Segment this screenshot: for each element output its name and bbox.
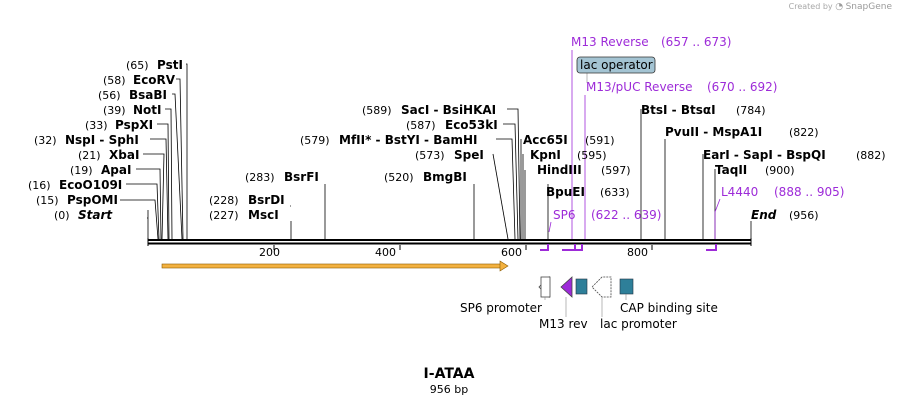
backbone: [147, 238, 752, 246]
enzyme-saci-bsihkai: SacI - BsiHKAI: [401, 103, 496, 117]
enzyme-bsabi: BsaBI: [129, 88, 167, 102]
primer-l4440: L4440: [721, 185, 758, 199]
enzyme-bsrfi-pos: (283): [245, 171, 275, 184]
enzyme-bsrdi: BsrDI: [248, 193, 285, 207]
enzyme-xbai: XbaI: [109, 148, 139, 162]
enzyme-psti: PstI: [157, 58, 183, 72]
enzyme-pspomi: PspOMI: [67, 193, 118, 207]
watermark-prefix: Created by: [788, 2, 833, 11]
primer-sp6: SP6: [553, 208, 576, 222]
enzyme-kpni-pos: (595): [577, 149, 607, 162]
feature-cap-binding-site: CAP binding site: [620, 301, 718, 315]
plasmid-title: I-ATAA: [423, 366, 475, 382]
enzyme-hindiii-pos: (597): [601, 164, 631, 177]
primers: M13 Reverse (657 .. 673) M13/pUC Reverse…: [553, 35, 844, 222]
feature-m13-rev: M13 rev: [539, 317, 588, 331]
enzyme-bmgbi: BmgBI: [423, 170, 467, 184]
enzyme-acc65i: Acc65I: [523, 133, 568, 147]
enzyme-mfli-pos: (579): [300, 134, 330, 147]
enzyme-kpni: KpnI: [530, 148, 561, 162]
plasmid-length: 956 bp: [429, 383, 469, 396]
enzyme-nspi-pos: (32): [34, 134, 57, 147]
enzyme-pspomi-pos: (15): [36, 194, 59, 207]
orf-arrow: [161, 260, 509, 272]
enzyme-mfli-bstyi-bamhi: MfII* - BstYI - BamHI: [339, 133, 477, 147]
enzyme-pspxi-pos: (33): [85, 119, 108, 132]
enzyme-eco53ki-pos: (587): [406, 119, 436, 132]
enzyme-saci-pos: (589): [362, 104, 392, 117]
enzyme-btsi-btsai: BtsI - BtsαI: [641, 103, 716, 117]
tick-label-200: 200: [259, 246, 280, 259]
lac-operator-feature: lac operator: [576, 56, 656, 83]
primer-m13-reverse: M13 Reverse: [571, 35, 649, 49]
enzyme-taqii: TaqII: [715, 163, 747, 177]
enzyme-btsi-pos: (784): [736, 104, 766, 117]
enzyme-noti: NotI: [133, 103, 162, 117]
enzymes-left: (0) Start (15) PspOMI (16) EcoO109I (19)…: [28, 58, 183, 222]
enzymes-mid: (227) MscI (228) BsrDI (283) BsrFI (520)…: [209, 103, 498, 222]
primer-m13-puc-reverse-range: (670 .. 692): [707, 80, 777, 94]
enzyme-xbai-pos: (21): [78, 149, 101, 162]
enzyme-end-pos: (956): [789, 209, 819, 222]
enzyme-bsrdi-pos: (228): [209, 194, 239, 207]
enzyme-apai-pos: (19): [70, 164, 93, 177]
enzymes-right: Acc65I (591) KpnI (595) HindIII (597) Bp…: [523, 103, 886, 222]
enzyme-apai: ApaI: [101, 163, 131, 177]
feature-lac-promoter: lac promoter: [600, 317, 677, 331]
enzyme-eari-pos: (882): [856, 149, 886, 162]
enzyme-ecorv: EcoRV: [133, 73, 176, 87]
enzyme-spei-pos: (573): [415, 149, 445, 162]
enzyme-taqii-pos: (900): [765, 164, 795, 177]
enzyme-start-pos: (0): [54, 209, 70, 222]
tick-label-400: 400: [375, 246, 396, 259]
enzyme-bsabi-pos: (56): [98, 89, 121, 102]
enzyme-pvuii-mspa1i: PvuII - MspA1I: [665, 125, 762, 139]
snapgene-watermark: Created by ◔ SnapGene: [789, 2, 892, 12]
enzyme-hindiii: HindIII: [537, 163, 582, 177]
enzyme-pvuii-pos: (822): [789, 126, 819, 139]
primer-l4440-range: (888 .. 905): [774, 185, 844, 199]
enzyme-bpuei: BpuEI: [546, 185, 585, 199]
primer-sp6-range: (622 .. 639): [591, 208, 661, 222]
feature-glyphs: [538, 276, 634, 317]
enzyme-noti-pos: (39): [103, 104, 126, 117]
enzyme-psti-pos: (65): [126, 59, 149, 72]
feature-labels: SP6 promoter M13 rev lac promoter CAP bi…: [460, 301, 718, 331]
primer-m13-puc-reverse: M13/pUC Reverse: [586, 80, 693, 94]
enzyme-msci-pos: (227): [209, 209, 239, 222]
feature-sp6-promoter: SP6 promoter: [460, 301, 542, 315]
tick-label-600: 600: [501, 246, 522, 259]
scale-ticks: [273, 245, 653, 250]
enzyme-start: Start: [78, 208, 113, 222]
enzyme-ecoo109i: EcoO109I: [59, 178, 122, 192]
enzyme-end: End: [751, 208, 777, 222]
enzyme-ecoo109i-pos: (16): [28, 179, 51, 192]
primer-leader-lines: [548, 50, 721, 239]
tick-label-800: 800: [627, 246, 648, 259]
enzyme-bsrfi: BsrFI: [284, 170, 319, 184]
enzyme-eari-sapi-bspqi: EarI - SapI - BspQI: [703, 148, 826, 162]
enzyme-leader-lines: [120, 63, 752, 240]
enzyme-bmgbi-pos: (520): [384, 171, 414, 184]
enzyme-acc65i-pos: (591): [585, 134, 615, 147]
watermark-brand: SnapGene: [845, 2, 892, 12]
enzyme-nspi-sphi: NspI - SphI: [65, 133, 139, 147]
enzyme-msci: MscI: [248, 208, 279, 222]
enzyme-eco53ki: Eco53kI: [445, 118, 498, 132]
enzyme-bpuei-pos: (633): [600, 186, 630, 199]
enzyme-ecorv-pos: (58): [103, 74, 126, 87]
primer-marks: [540, 244, 717, 251]
snapgene-logo-icon: ◔: [835, 2, 844, 12]
primer-m13-reverse-range: (657 .. 673): [661, 35, 731, 49]
lac-operator-label: lac operator: [580, 58, 653, 72]
enzyme-spei: SpeI: [454, 148, 484, 162]
enzyme-pspxi: PspXI: [115, 118, 153, 132]
